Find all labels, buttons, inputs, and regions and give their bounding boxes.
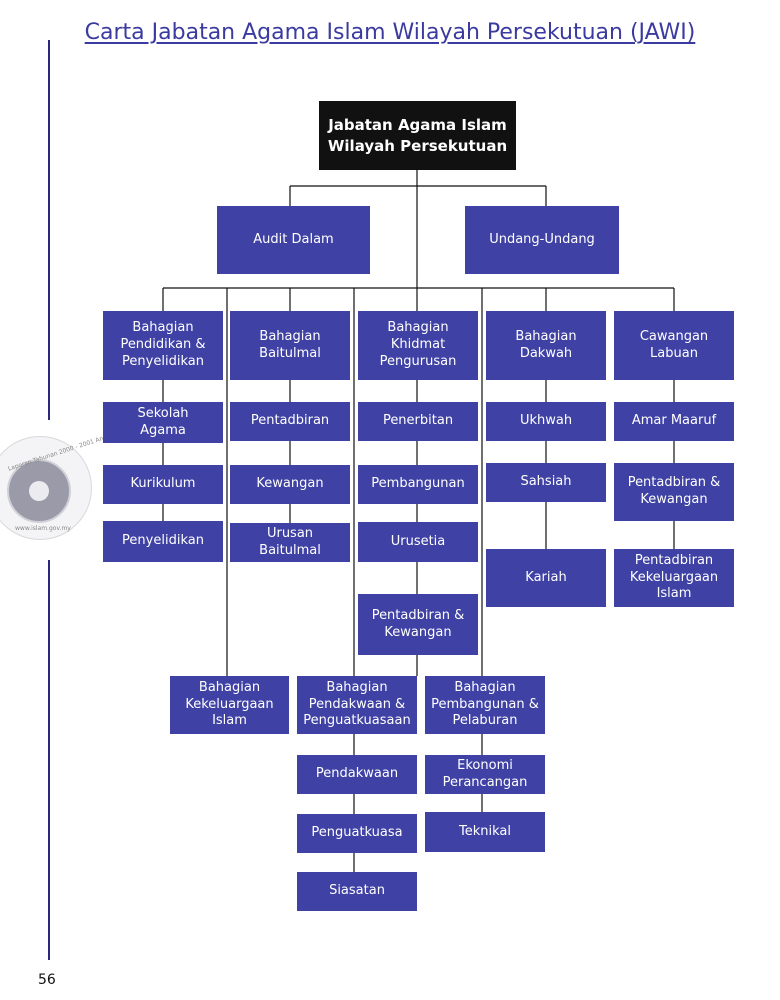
- node-bahagian-pendidikan: Bahagian Pendidikan & Penyelidikan: [103, 311, 223, 380]
- node-penyelidikan: Penyelidikan: [103, 521, 223, 562]
- node-root-jawi: Jabatan Agama Islam Wilayah Persekutuan: [319, 101, 516, 170]
- node-pembangunan: Pembangunan: [358, 465, 478, 504]
- node-pentadbiran-kekeluargaan-islam: Pentadbiran Kekeluargaan Islam: [614, 549, 734, 607]
- annual-report-seal: Laporan Tahunan 2000 - 2001 Annual Repor…: [0, 424, 137, 540]
- seal-url-text: www.islam.gov.my: [15, 525, 71, 532]
- node-penguatkuasa: Penguatkuasa: [297, 814, 417, 853]
- node-urusan-baitulmal: Urusan Baitulmal: [230, 523, 350, 562]
- node-bahagian-kekeluargaan-islam: Bahagian Kekeluargaan Islam: [170, 676, 289, 734]
- page-number: 56: [38, 972, 56, 988]
- page-title: Carta Jabatan Agama Islam Wilayah Persek…: [84, 20, 696, 45]
- disc-icon: [7, 459, 71, 523]
- margin-rule-top: [48, 40, 50, 420]
- node-audit-dalam: Audit Dalam: [217, 206, 370, 274]
- node-bahagian-pembangunan-pelaburan: Bahagian Pembangunan & Pelaburan: [425, 676, 545, 734]
- node-kariah: Kariah: [486, 549, 606, 607]
- node-undang-undang: Undang-Undang: [465, 206, 619, 274]
- node-sahsiah: Sahsiah: [486, 463, 606, 502]
- node-bahagian-dakwah: Bahagian Dakwah: [486, 311, 606, 380]
- node-cawangan-labuan: Cawangan Labuan: [614, 311, 734, 380]
- disc-hub-icon: [29, 481, 49, 501]
- node-amar-maaruf: Amar Maaruf: [614, 402, 734, 441]
- node-kurikulum: Kurikulum: [103, 465, 223, 504]
- node-bahagian-baitulmal: Bahagian Baitulmal: [230, 311, 350, 380]
- node-teknikal: Teknikal: [425, 812, 545, 852]
- node-sekolah-agama: Sekolah Agama: [103, 402, 223, 443]
- node-kewangan-baitulmal: Kewangan: [230, 465, 350, 504]
- node-ukhwah: Ukhwah: [486, 402, 606, 441]
- node-pentadbiran-baitulmal: Pentadbiran: [230, 402, 350, 441]
- node-bahagian-pendakwaan: Bahagian Pendakwaan & Penguatkuasaan: [297, 676, 417, 734]
- node-pentadbiran-kewangan-labuan: Pentadbiran & Kewangan: [614, 463, 734, 521]
- node-siasatan: Siasatan: [297, 872, 417, 911]
- node-pendakwaan: Pendakwaan: [297, 755, 417, 794]
- margin-rule-bottom: [48, 560, 50, 960]
- node-bahagian-khidmat-pengurusan: Bahagian Khidmat Pengurusan: [358, 311, 478, 380]
- node-urusetia: Urusetia: [358, 522, 478, 562]
- node-pentadbiran-kewangan-kp: Pentadbiran & Kewangan: [358, 594, 478, 655]
- node-ekonomi-perancangan: Ekonomi Perancangan: [425, 755, 545, 794]
- node-penerbitan: Penerbitan: [358, 402, 478, 441]
